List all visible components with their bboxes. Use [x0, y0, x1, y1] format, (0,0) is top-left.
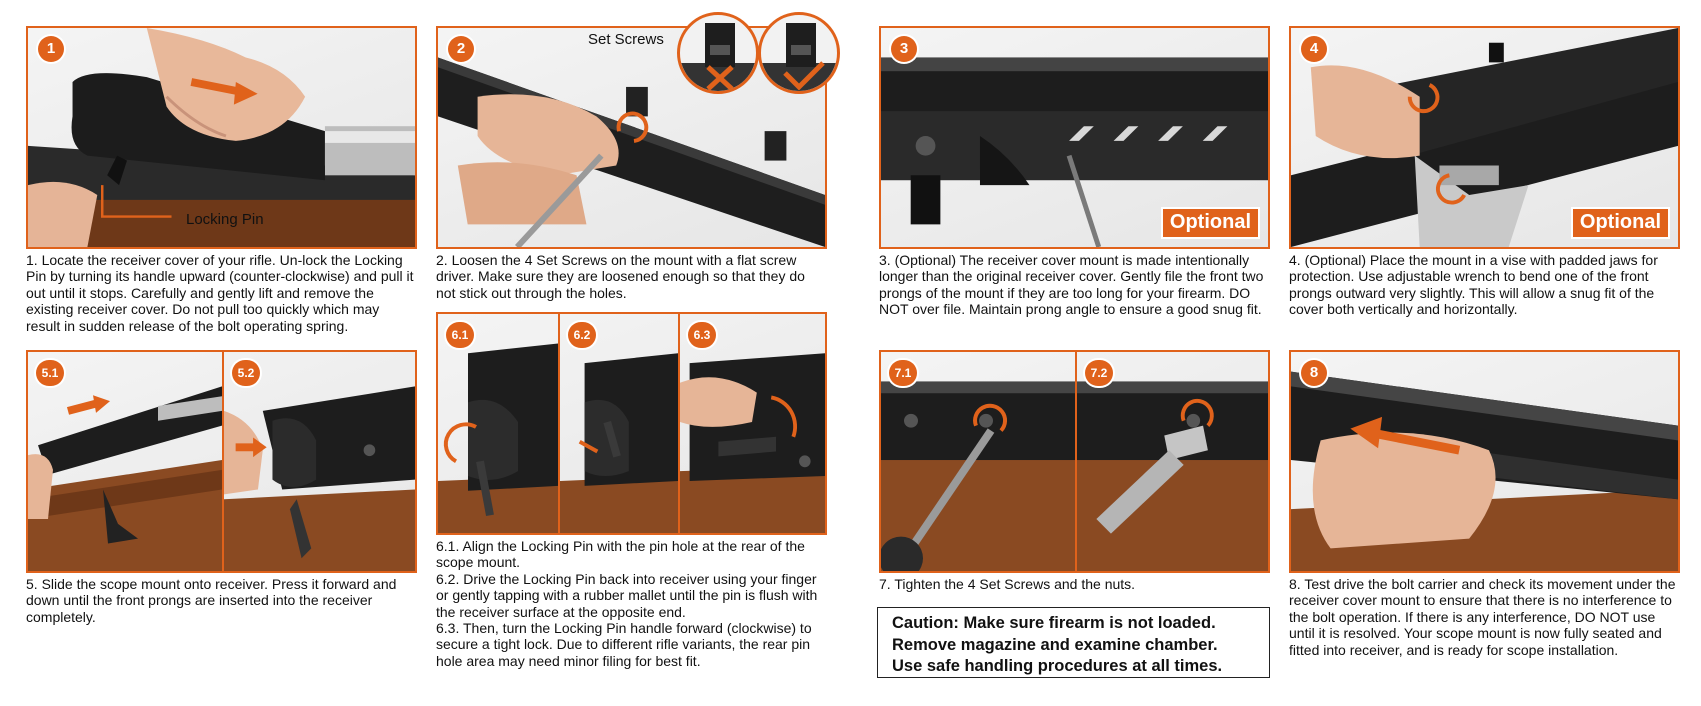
step-7-2-frame: 7.2 [1075, 352, 1268, 571]
caution-box: Caution: Make sure firearm is not loaded… [877, 607, 1270, 678]
step-6-caption: 6.1. Align the Locking Pin with the pin … [436, 538, 827, 669]
step-4-illustration [1291, 28, 1678, 247]
step-6-2-badge: 6.2 [568, 322, 596, 348]
step-5-1-illustration [28, 386, 222, 571]
step-7-1-badge: 7.1 [889, 360, 917, 386]
step-5-1-badge: 5.1 [36, 360, 64, 386]
step-1-badge: 1 [38, 36, 64, 62]
screw-correct-inset [758, 12, 840, 94]
step-2-photo: 2 [436, 26, 827, 249]
step-3-optional-tag: Optional [1160, 207, 1260, 239]
set-screws-label: Set Screws [588, 31, 664, 48]
step-3-photo: 3 Optional [879, 26, 1270, 249]
step-5-caption: 5. Slide the scope mount onto receiver. … [26, 576, 397, 625]
step-2-badge: 2 [448, 36, 474, 62]
step-8-caption: 8. Test drive the bolt carrier and check… [1289, 576, 1676, 658]
caution-line-1: Caution: Make sure firearm is not loaded… [892, 614, 1216, 632]
locking-pin-label: Locking Pin [186, 211, 264, 228]
step-8-illustration [1291, 371, 1678, 571]
step-7-1-illustration [881, 381, 1075, 571]
step-7-photo: 7.1 7.2 [879, 350, 1270, 573]
step-2-illustration [438, 57, 825, 247]
step-6-1-illustration [438, 343, 558, 533]
caution-line-3: Use safe handling procedures at all time… [892, 657, 1223, 675]
step-4-photo: 4 Optional [1289, 26, 1680, 249]
step-5-1-frame: 5.1 [28, 352, 222, 571]
step-3-illustration [881, 57, 1268, 247]
step-6-3-badge: 6.3 [688, 322, 716, 348]
step-7-1-frame: 7.1 [881, 352, 1075, 571]
step-5-2-illustration [224, 386, 415, 571]
step-5-2-frame: 5.2 [222, 352, 415, 571]
step-7-2-badge: 7.2 [1085, 360, 1113, 386]
step-8-badge: 8 [1301, 360, 1327, 386]
step-4-optional-tag: Optional [1570, 207, 1670, 239]
step-1-photo: 1 Locking Pin [26, 26, 417, 249]
step-6-2-frame: 6.2 [558, 314, 678, 533]
step-7-2-illustration [1077, 381, 1268, 571]
step-6-2-illustration [560, 353, 678, 533]
step-6-1-frame: 6.1 [438, 314, 558, 533]
step-3-badge: 3 [891, 36, 917, 62]
step-2-caption: 2. Loosen the 4 Set Screws on the mount … [436, 252, 805, 301]
step-1-caption: 1. Locate the receiver cover of your rif… [26, 252, 414, 334]
step-6-1-badge: 6.1 [446, 322, 474, 348]
step-3-caption: 3. (Optional) The receiver cover mount i… [879, 252, 1264, 318]
step-6-3-illustration [680, 353, 825, 533]
step-1-illustration [28, 28, 415, 247]
step-5-photo: 5.1 5.2 [26, 350, 417, 573]
caution-line-2: Remove magazine and examine chamber. [892, 635, 1218, 654]
step-7-caption: 7. Tighten the 4 Set Screws and the nuts… [879, 576, 1136, 592]
step-5-2-badge: 5.2 [232, 360, 260, 386]
screw-incorrect-inset [677, 12, 759, 94]
step-6-2-text: 6.2. Drive the Locking Pin back into rec… [436, 570, 818, 620]
step-6-3-text: 6.3. Then, turn the Locking Pin handle f… [436, 620, 812, 669]
check-icon [783, 61, 825, 91]
step-6-3-frame: 6.3 [678, 314, 825, 533]
step-4-caption: 4. (Optional) Place the mount in a vise … [1289, 252, 1658, 318]
step-6-1-text: 6.1. Align the Locking Pin with the pin … [436, 538, 805, 571]
cross-icon [706, 65, 734, 91]
step-4-badge: 4 [1301, 36, 1327, 62]
step-8-photo: 8 [1289, 350, 1680, 573]
step-6-photo: 6.1 6.2 6.3 [436, 312, 827, 535]
